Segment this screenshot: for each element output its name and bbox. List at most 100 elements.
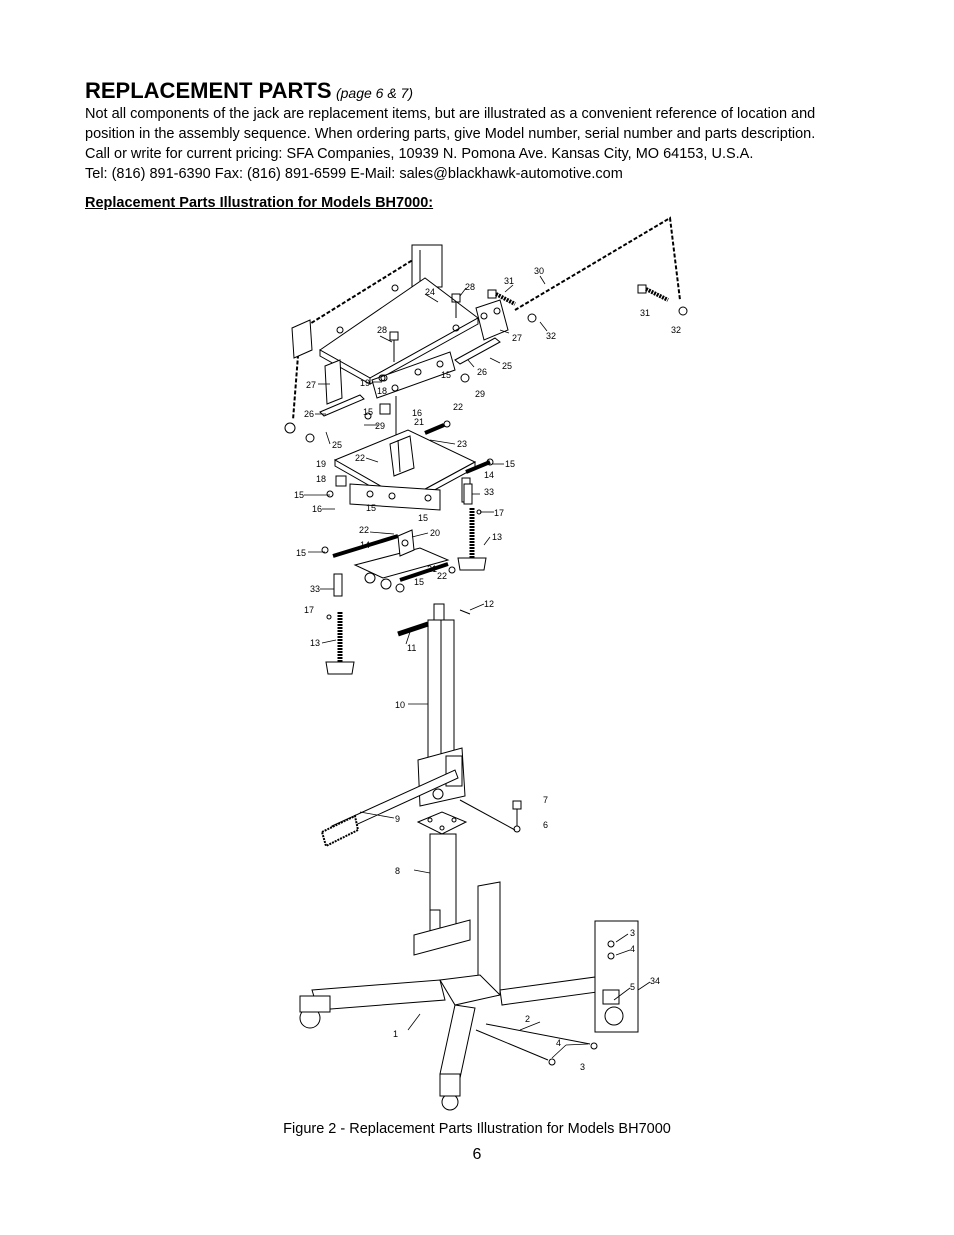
- cotter-17-left: [326, 614, 332, 620]
- column-8: [429, 833, 457, 943]
- callout-2: 2: [525, 1014, 530, 1024]
- callout-15: 15: [294, 490, 304, 500]
- callout-3: 3: [580, 1062, 585, 1072]
- callout-19: 19: [360, 378, 370, 388]
- callout-32: 32: [671, 325, 681, 335]
- intro-paragraph: Not all components of the jack are repla…: [85, 104, 885, 184]
- callout-10: 10: [395, 700, 405, 710]
- callout-26: 26: [477, 367, 487, 377]
- bolt-28-right: [451, 293, 461, 318]
- callout-33: 33: [310, 584, 320, 594]
- callout-12: 12: [484, 599, 494, 609]
- bolt-28-left: [389, 331, 399, 362]
- bottom-hangers: [364, 572, 405, 593]
- title-main: REPLACEMENT PARTS: [85, 78, 332, 103]
- callout-19: 19: [316, 459, 326, 469]
- callout-27: 27: [512, 333, 522, 343]
- page-number: 6: [472, 1146, 482, 1163]
- bracket-27-right: [475, 299, 509, 341]
- slot-bar-26-left: [319, 394, 365, 417]
- callout-28: 28: [377, 325, 387, 335]
- callout-15: 15: [505, 459, 515, 469]
- upper-pins-washers: [364, 373, 470, 440]
- callout-3: 3: [630, 928, 635, 938]
- chain-right: [514, 216, 681, 311]
- callout-31: 31: [640, 308, 650, 318]
- pin-21-lower: [399, 562, 456, 582]
- intro-line: Tel: (816) 891-6390 Fax: (816) 891-6599 …: [85, 166, 623, 182]
- callout-25: 25: [332, 440, 342, 450]
- adjust-screw-13-left: [325, 612, 355, 675]
- callout-21: 21: [427, 564, 437, 574]
- nut-32-right: [678, 306, 688, 316]
- callout-20: 20: [430, 528, 440, 538]
- callout-6: 6: [543, 820, 548, 830]
- bolt-31-left: [487, 289, 516, 306]
- callout-9: 9: [395, 814, 400, 824]
- callout-16: 16: [312, 504, 322, 514]
- callout-26: 26: [304, 409, 314, 419]
- intro-line: Not all components of the jack are repla…: [85, 106, 816, 122]
- spacer-33-left: [333, 573, 343, 597]
- callout-14: 14: [360, 540, 370, 550]
- callout-15: 15: [366, 503, 376, 513]
- pin-14-lower: [321, 534, 399, 558]
- callout-30: 30: [534, 266, 544, 276]
- column-brace: [413, 919, 471, 956]
- callout-15: 15: [418, 513, 428, 523]
- callout-13: 13: [310, 638, 320, 648]
- callout-15: 15: [414, 577, 424, 587]
- bolt-7: [512, 800, 522, 826]
- bolt-31-right: [637, 284, 669, 302]
- slot-bar-26-right: [454, 337, 501, 365]
- page-title: REPLACEMENT PARTS (page 6 & 7): [85, 78, 413, 104]
- callout-21: 21: [414, 417, 424, 427]
- callout-22: 22: [453, 402, 463, 412]
- callout-5: 5: [630, 982, 635, 992]
- callout-31: 31: [504, 276, 514, 286]
- callout-22: 22: [359, 525, 369, 535]
- section-heading: Replacement Parts Illustration for Model…: [85, 195, 434, 211]
- mount-plate: [416, 811, 468, 835]
- callout-32: 32: [546, 331, 556, 341]
- title-page-reference: (page 6 & 7): [335, 85, 414, 101]
- callout-33: 33: [484, 487, 494, 497]
- chain-left: [292, 247, 433, 421]
- caster-inset-34: [594, 920, 639, 1033]
- callout-24: 24: [425, 287, 435, 297]
- clip-12: [459, 609, 471, 615]
- callout-28: 28: [465, 282, 475, 292]
- intro-line: position in the assembly sequence. When …: [85, 126, 816, 142]
- callout-15: 15: [296, 548, 306, 558]
- callout-29: 29: [475, 389, 485, 399]
- hydraulic-ram: [427, 603, 455, 761]
- callout-13: 13: [492, 532, 502, 542]
- callout-15: 15: [363, 407, 373, 417]
- callout-22: 22: [355, 453, 365, 463]
- callout-16: 16: [412, 408, 422, 418]
- callout-17: 17: [494, 508, 504, 518]
- callout-34: 34: [650, 976, 660, 986]
- callout-15: 15: [441, 370, 451, 380]
- callout-25: 25: [502, 361, 512, 371]
- callout-leaders: [304, 275, 651, 1059]
- figure-caption: Figure 2 - Replacement Parts Illustratio…: [283, 1121, 671, 1137]
- bracket-27-left: [324, 359, 343, 405]
- callout-14: 14: [484, 470, 494, 480]
- callout-17: 17: [304, 605, 314, 615]
- base-frame: [299, 881, 619, 1111]
- callout-4: 4: [556, 1038, 561, 1048]
- callout-29: 29: [375, 421, 385, 431]
- tie-rods-2: [475, 1023, 598, 1066]
- pin-21-upper: [424, 420, 451, 435]
- callout-23: 23: [457, 439, 467, 449]
- chain-post-side: [284, 319, 315, 443]
- callout-18: 18: [316, 474, 326, 484]
- callout-22: 22: [437, 571, 447, 581]
- callout-4: 4: [630, 944, 635, 954]
- callout-labels: 30 31 28 24 31 32 32 27 28 26 25 15 27 1…: [294, 266, 681, 1072]
- ram-pin-11: [397, 621, 429, 637]
- pump-handle: [320, 769, 459, 848]
- washer-6: [513, 825, 521, 833]
- adjust-screw-13-right: [457, 508, 487, 571]
